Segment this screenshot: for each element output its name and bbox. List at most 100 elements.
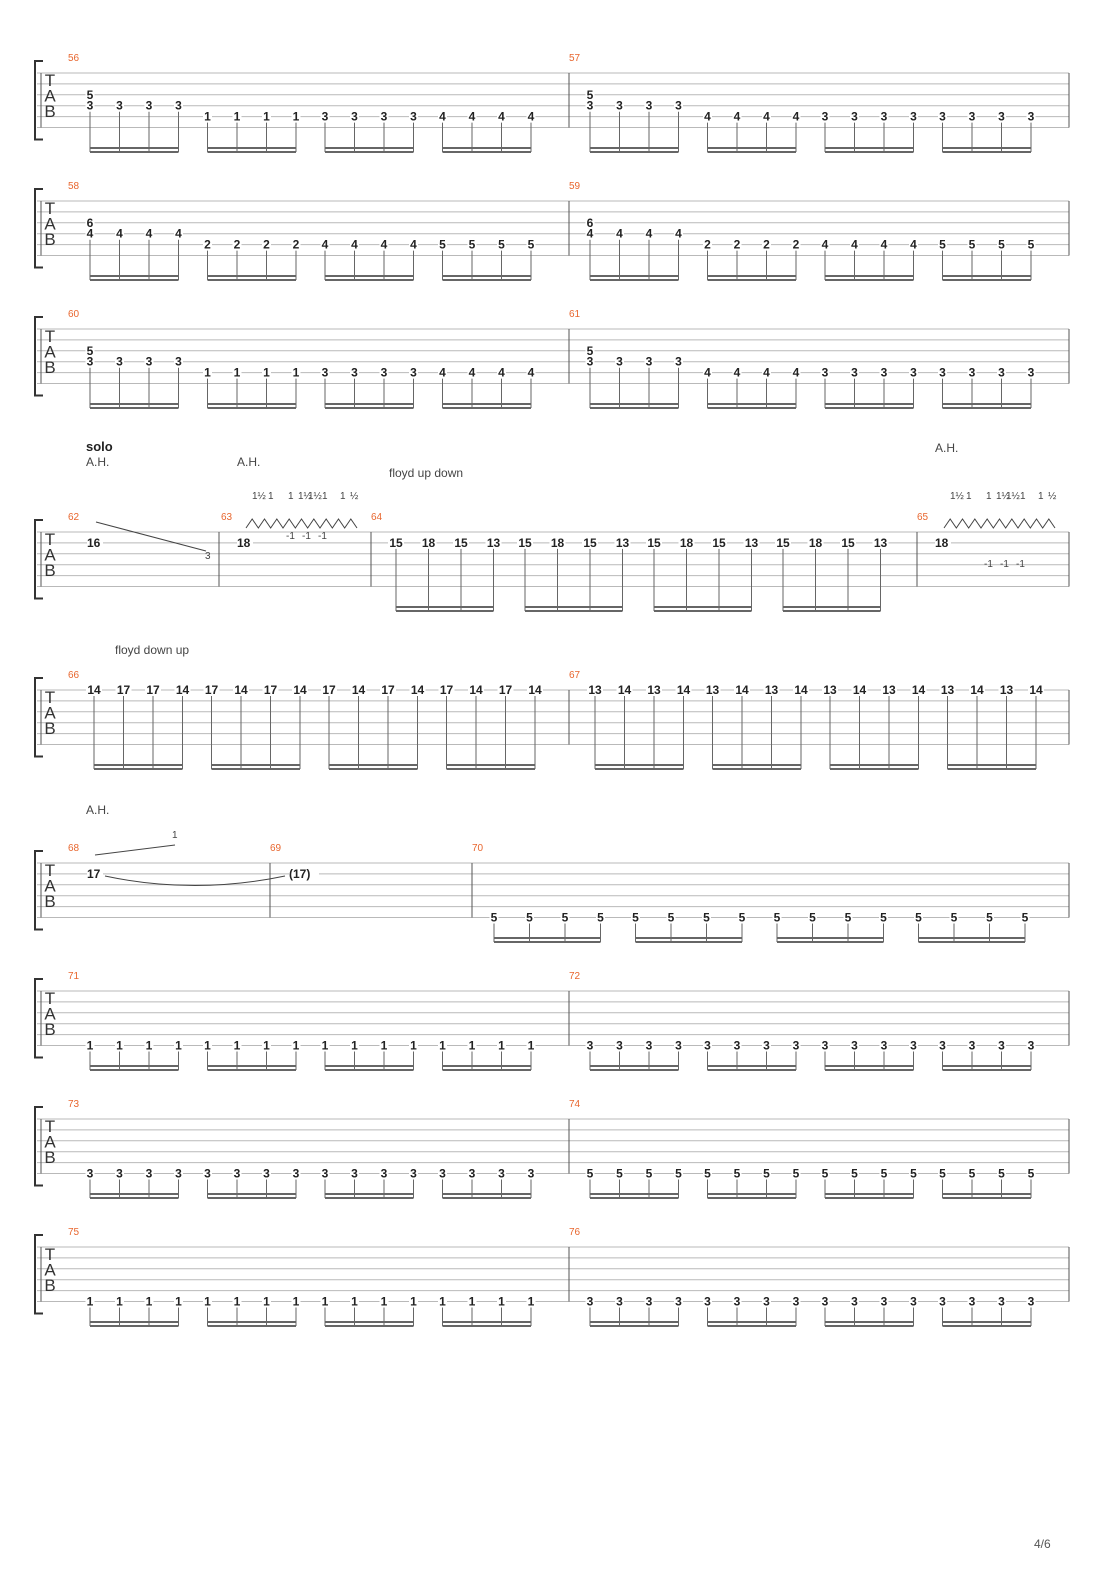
fret-mask (820, 1167, 830, 1179)
fret-mask (967, 1167, 977, 1179)
tab-clef-letter: T (45, 327, 55, 346)
fret-number: 1 (528, 1039, 535, 1053)
fret-number: 3 (881, 1295, 888, 1309)
fret-number: 14 (469, 683, 483, 697)
tab-clef-letter: B (44, 1148, 55, 1167)
fret-number: 13 (647, 683, 661, 697)
fret-number: 5 (851, 1167, 858, 1181)
fret-number: 5 (986, 911, 993, 925)
whammy-amount-label: 1 (1020, 491, 1026, 502)
fret-mask (115, 355, 124, 367)
fret-number: 3 (87, 1167, 94, 1181)
fret-number: 5 (809, 911, 816, 925)
whammy-vibrato-line (943, 518, 1056, 529)
fret-number: 1 (263, 1039, 270, 1053)
fret-number: 16 (87, 536, 101, 550)
fret-number: 17 (440, 683, 454, 697)
fret-mask (320, 1039, 330, 1051)
system-bracket (34, 978, 43, 1059)
whammy-amount-label: ½ (350, 491, 359, 502)
fret-mask (675, 684, 692, 695)
fret-number: 5 (439, 238, 446, 252)
system-bracket (34, 850, 43, 931)
fret-number: 3 (851, 1295, 858, 1309)
fret-mask (850, 110, 859, 122)
fret-mask (646, 536, 662, 548)
fret-number: 3 (822, 366, 829, 380)
fret-number: 5 (1028, 238, 1035, 252)
fret-number: 6 (87, 216, 94, 230)
fret-mask (585, 88, 595, 100)
fret-mask (997, 110, 1006, 122)
fret-mask (379, 1039, 389, 1051)
fret-mask (997, 1039, 1006, 1051)
fret-mask (762, 110, 771, 122)
measure-number: 75 (68, 1227, 80, 1238)
fret-mask (379, 110, 389, 122)
fret-number: 14 (618, 683, 632, 697)
fret-mask (997, 1167, 1006, 1179)
measure-number: 62 (68, 512, 80, 523)
fret-number: 3 (998, 110, 1005, 124)
fret-mask (820, 1295, 830, 1307)
fret-mask (453, 536, 469, 548)
fret-mask (820, 366, 830, 378)
fret-mask (879, 1167, 889, 1179)
fret-mask (203, 366, 212, 378)
fret-mask (115, 684, 132, 695)
fret-number: 4 (498, 110, 505, 124)
fret-number: 5 (734, 1167, 741, 1181)
fret-number: 5 (881, 1167, 888, 1181)
fret-mask (762, 1167, 771, 1179)
fret-number: 1 (175, 1039, 182, 1053)
system-bracket (34, 677, 43, 758)
fret-mask (791, 1167, 801, 1179)
fret-number: 14 (87, 683, 101, 697)
fret-number: 5 (880, 911, 887, 925)
fret-number: 1 (263, 366, 270, 380)
fret-mask (144, 1167, 154, 1179)
fret-number: 5 (87, 88, 94, 102)
fret-number: 1 (439, 1295, 446, 1309)
tab-clef-letter: A (44, 877, 56, 896)
fret-number: 4 (469, 366, 476, 380)
whammy-amount-label: 1 (268, 491, 274, 502)
whammy-amount-label: ½ (1048, 491, 1057, 502)
fret-mask (1026, 110, 1036, 122)
fret-mask (85, 344, 95, 356)
measure-number: 72 (569, 971, 581, 982)
fret-number: 2 (204, 238, 211, 252)
fret-mask (526, 238, 536, 250)
fret-number: 3 (704, 1295, 711, 1309)
fret-mask (711, 536, 727, 548)
fret-number: 4 (587, 227, 594, 241)
fret-mask (678, 536, 695, 548)
fret-mask (585, 216, 595, 228)
fret-number: 5 (528, 238, 535, 252)
whammy-amount-label: 1½ (252, 491, 267, 502)
fret-number: 1 (293, 110, 300, 124)
fret-number: 13 (588, 683, 602, 697)
fret-mask (596, 911, 605, 923)
fret-number: 1 (498, 1295, 505, 1309)
fret-mask (489, 911, 499, 923)
fret-number: 3 (822, 1295, 829, 1309)
fret-number: 3 (87, 99, 94, 113)
fret-number: 3 (998, 366, 1005, 380)
fret-number: 5 (616, 1167, 623, 1181)
fret-number: 3 (822, 1039, 829, 1053)
fret-mask (644, 99, 654, 111)
fret-mask (409, 366, 418, 378)
fret-mask (674, 1039, 683, 1051)
fret-number: 4 (734, 110, 741, 124)
fret-number: 4 (498, 366, 505, 380)
fret-mask (409, 110, 418, 122)
fret-mask (909, 1167, 918, 1179)
fret-number: 3 (939, 366, 946, 380)
fret-mask (438, 1295, 447, 1307)
fret-number: 3 (351, 366, 358, 380)
fret-number: 3 (381, 1167, 388, 1181)
fret-mask (85, 1039, 95, 1051)
fret-number: 3 (528, 1167, 535, 1181)
